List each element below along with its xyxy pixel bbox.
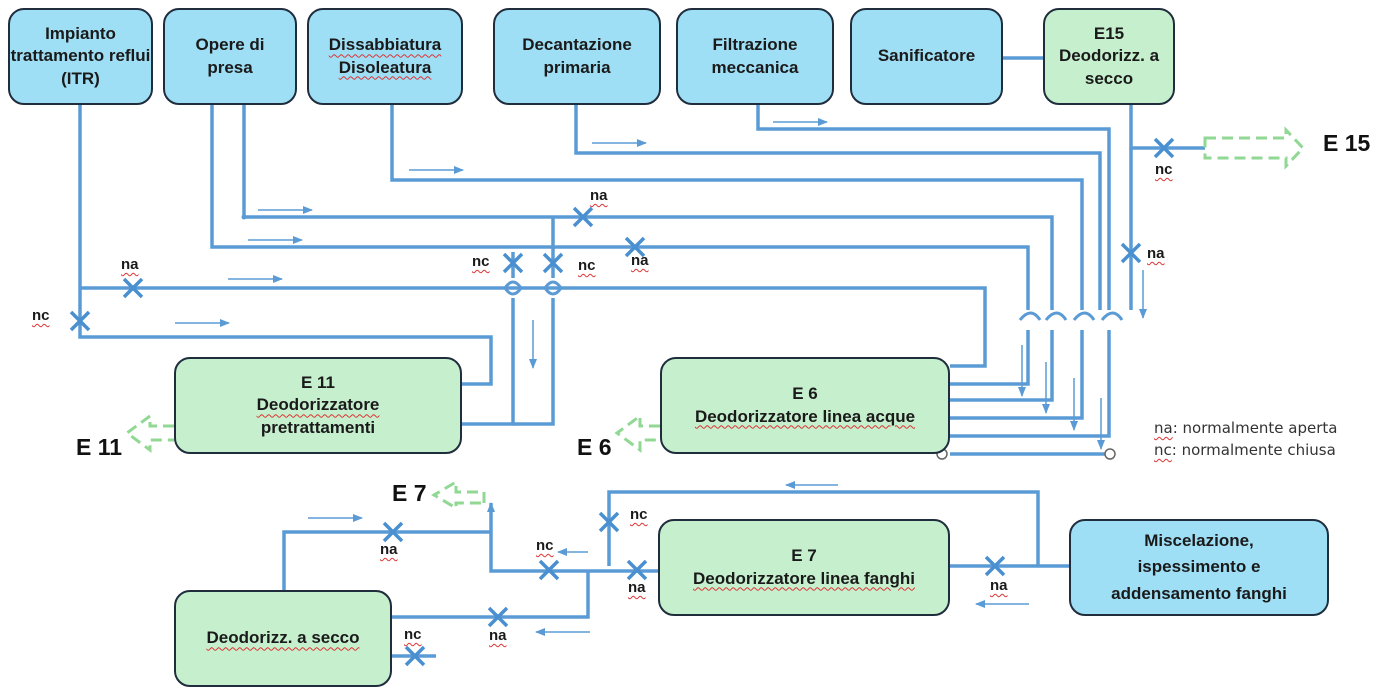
valve-label-nc: nc xyxy=(404,626,422,643)
box-filtrazione: Filtrazione meccanica xyxy=(676,8,834,105)
valve-label-nc: nc xyxy=(472,253,490,270)
box-e15-code: E15 xyxy=(1093,24,1125,44)
box-impianto-itr: Impianto trattamento reflui (ITR) xyxy=(8,8,153,105)
box-e7-label: Deodorizzatore linea fanghi xyxy=(693,568,915,588)
box-itr-label: Impianto trattamento reflui (ITR) xyxy=(10,24,151,88)
box-filtrazione-label: Filtrazione meccanica xyxy=(711,35,799,77)
box-opere-presa-label: Opere di presa xyxy=(195,35,265,77)
valve-label-nc: nc xyxy=(578,257,596,274)
box-decantazione: Decantazione primaria xyxy=(493,8,661,105)
valve-label-na: na xyxy=(1147,245,1165,262)
valve-label-na: na xyxy=(489,627,507,644)
box-decantazione-label: Decantazione primaria xyxy=(522,35,632,77)
box-e6-label: Deodorizzatore linea acque xyxy=(694,406,916,426)
valve-label-nc: nc xyxy=(630,506,648,523)
box-opere-presa: Opere di presa xyxy=(163,8,297,105)
box-miscelazione: Miscelazione, ispessimento e addensament… xyxy=(1069,519,1329,616)
box-deodorizz-secco: Deodorizz. a secco xyxy=(174,590,392,687)
emission-e15-label: E 15 xyxy=(1323,130,1371,156)
valve-label-na: na xyxy=(628,579,646,596)
box-e11-code: E 11 xyxy=(300,373,336,393)
box-e7-deodorizzatore: E 7 Deodorizzatore linea fanghi xyxy=(658,519,950,616)
box-e6-code: E 6 xyxy=(792,384,818,404)
legend-nc-text: : normalmente chiusa xyxy=(1171,440,1336,459)
legend-na-text: : normalmente aperta xyxy=(1172,419,1338,437)
emission-e11-label: E 11 xyxy=(76,434,123,460)
legend-nc: nc: normalmente chiusa xyxy=(1154,440,1338,462)
valve-label-nc: nc xyxy=(536,537,554,554)
valve-label-na: na xyxy=(380,541,398,558)
box-e15-deodorizz: E15 Deodorizz. a secco xyxy=(1043,8,1175,105)
box-sanificatore: Sanificatore xyxy=(850,8,1003,105)
box-e11-label: Deodorizzatore xyxy=(256,395,380,415)
box-disoleatura-label: Disoleatura xyxy=(338,57,432,77)
emission-e6-label: E 6 xyxy=(577,434,612,460)
valve-label-nc: nc xyxy=(1155,161,1173,178)
box-e7-code: E 7 xyxy=(791,546,817,566)
box-miscelazione-label: Miscelazione, ispessimento e addensament… xyxy=(1111,530,1287,603)
legend: na: normalmente aperta nc: normalmente c… xyxy=(1154,418,1338,462)
box-e11-sublabel: pretrattamenti xyxy=(260,417,376,437)
legend-na: na: normalmente aperta xyxy=(1154,418,1338,440)
valve-label-na: na xyxy=(121,256,139,273)
box-e6-deodorizzatore: E 6 Deodorizzatore linea acque xyxy=(660,357,950,454)
legend-nc-key: nc xyxy=(1154,440,1172,459)
valve-label-na: na xyxy=(990,577,1008,594)
emission-e7-label: E 7 xyxy=(392,480,427,506)
box-sanificatore-label: Sanificatore xyxy=(877,46,976,66)
box-dissabbiatura: Dissabbiatura Disoleatura xyxy=(307,8,463,105)
box-e15-label: Deodorizz. a secco xyxy=(1058,46,1160,88)
legend-na-key: na xyxy=(1154,419,1173,437)
box-e11-deodorizzatore: E 11 Deodorizzatore pretrattamenti xyxy=(174,357,462,454)
valve-label-na: na xyxy=(631,252,649,269)
valve-label-na: na xyxy=(590,187,608,204)
box-dissabbiatura-label: Dissabbiatura xyxy=(328,35,442,55)
box-secco-label: Deodorizz. a secco xyxy=(206,628,360,648)
valve-label-nc: nc xyxy=(32,307,50,324)
